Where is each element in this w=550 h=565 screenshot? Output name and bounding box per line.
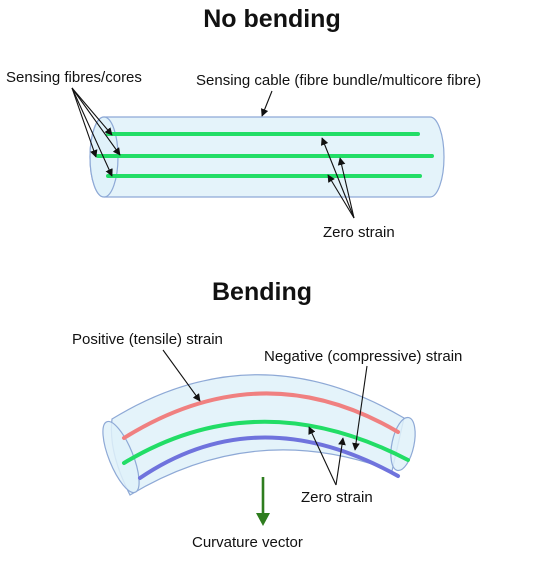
- compressive-fibre-blue: [138, 435, 400, 480]
- no-bending-section: No bending Sensing fibres/cores Sensing …: [6, 5, 481, 241]
- zero-strain-arrow-top-2: [327, 174, 355, 219]
- zero-strain-arrow-top-3: [337, 157, 355, 219]
- neutral-fibre-green: [122, 419, 410, 465]
- negative-strain-arrow: [352, 365, 368, 451]
- zero-strain-label-top: Zero strain: [323, 224, 395, 241]
- bent-cable-left-end: [102, 420, 140, 494]
- fibre-pointer-arrow-2: [71, 87, 98, 158]
- sensing-cable-label: Sensing cable (fibre bundle/multicore fi…: [196, 72, 481, 89]
- fibre-pointer-arrow-4: [71, 87, 113, 177]
- cable-pointer-arrow: [260, 90, 273, 117]
- zero-strain-arrow-top-1: [320, 137, 355, 219]
- zero-strain-arrow-bottom-2: [335, 437, 346, 486]
- negative-strain-label: Negative (compressive) strain: [264, 348, 462, 365]
- curvature-vector-label: Curvature vector: [192, 534, 303, 551]
- no-bending-title: No bending: [203, 5, 340, 33]
- positive-strain-label: Positive (tensile) strain: [72, 331, 223, 348]
- fibre-pointer-arrow-3: [71, 87, 113, 136]
- positive-strain-arrow: [162, 349, 201, 402]
- sensing-fibres-label: Sensing fibres/cores: [6, 69, 142, 86]
- zero-strain-label-bottom: Zero strain: [301, 489, 373, 506]
- curvature-vector-arrow: [256, 477, 270, 526]
- zero-strain-arrow-bottom-1: [308, 426, 337, 486]
- fibre-pointer-arrow-1: [71, 87, 121, 156]
- bending-title: Bending: [212, 278, 312, 306]
- tensile-fibre-red: [122, 391, 400, 440]
- bending-section: Bending Positive (tensile) strain Negati…: [72, 278, 462, 551]
